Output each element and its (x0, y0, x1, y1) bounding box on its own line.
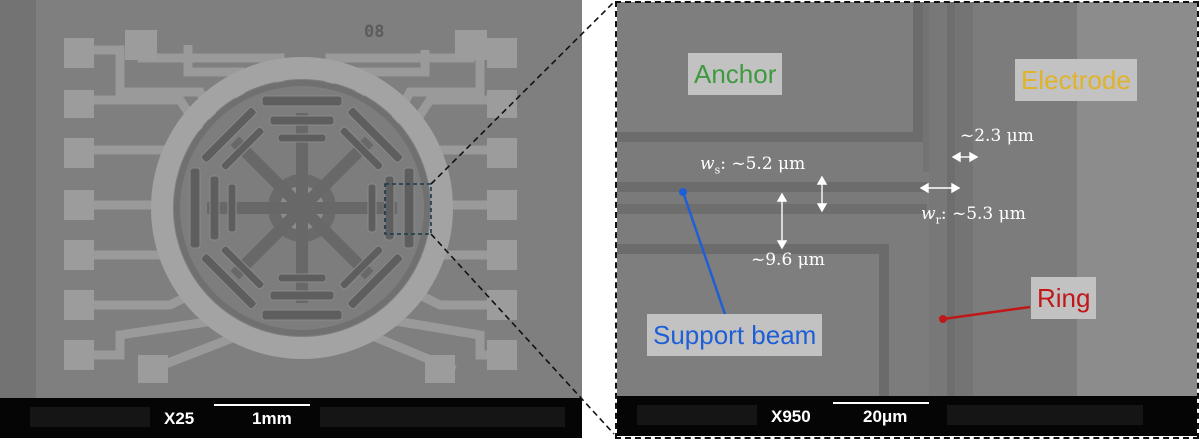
left-sem-image (0, 0, 582, 398)
right-info-bar: X950 20μm (617, 396, 1197, 436)
ws-subscript: s (714, 163, 721, 177)
wr-value: : ~5.3 μm (940, 204, 1026, 224)
wr-dimension: wr: ~5.3 μm (921, 204, 1026, 226)
electrode-label: Electrode (1015, 59, 1137, 101)
left-sem-panel: 08 X25 1mm (0, 0, 582, 438)
info-bar-pad (637, 405, 757, 425)
anchor-label: Anchor (688, 53, 783, 95)
ws-dimension: ws: ~5.2 μm (700, 154, 805, 176)
info-bar-pad (320, 407, 565, 427)
chip-mark: 08 (364, 22, 385, 42)
magnification-label: X950 (771, 407, 811, 426)
right-sem-panel: Anchor Electrode Support beam Ring ws: ~… (617, 2, 1197, 436)
magnification-label: X25 (164, 409, 195, 428)
scale-bar-line (833, 402, 929, 404)
scale-bar-label: 1mm (252, 409, 292, 428)
zoom-frame (615, 1, 1199, 439)
left-info-bar: X25 1mm (0, 398, 582, 438)
ws-value: : ~5.2 μm (720, 154, 806, 174)
gap-dimension: ~2.3 μm (960, 126, 1034, 146)
wr-subscript: r (935, 213, 941, 227)
scale-bar-line (214, 404, 310, 406)
info-bar-pad (947, 405, 1143, 425)
ring-label: Ring (1031, 277, 1097, 319)
spacing-dimension: ~9.6 μm (751, 250, 825, 270)
support-beam-label: Support beam (647, 314, 823, 356)
scale-bar-label: 20μm (863, 407, 908, 426)
ws-symbol: w (700, 154, 715, 174)
wr-symbol: w (921, 204, 936, 224)
info-bar-pad (30, 407, 150, 427)
